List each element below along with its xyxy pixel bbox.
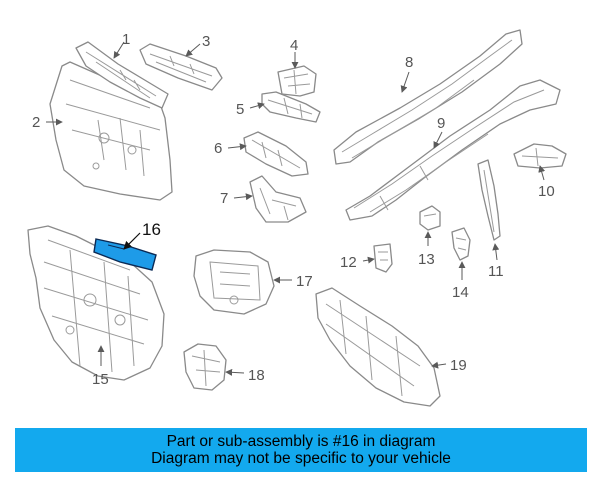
part-8-upper-rail — [333, 29, 523, 165]
banner-line-1: Part or sub-assembly is #16 in diagram — [166, 433, 436, 450]
part-11-pillar — [477, 159, 501, 241]
callout-9: 9 — [437, 115, 445, 132]
parts-diagram-drawing: 1 2 3 4 5 6 7 8 9 10 11 12 13 14 15 16 1… — [27, 29, 567, 407]
callout-10: 10 — [538, 183, 555, 200]
callout-7: 7 — [220, 190, 228, 207]
part-7-bracket — [249, 175, 307, 223]
callout-8: 8 — [405, 54, 413, 71]
part-12-bracket — [373, 243, 393, 273]
part-18-bracket — [183, 343, 227, 391]
callout-4: 4 — [290, 37, 298, 54]
part-6-cowl-side — [243, 131, 309, 177]
part-13-clip — [419, 205, 441, 231]
callout-16: 16 — [142, 220, 161, 239]
callout-1: 1 — [122, 31, 130, 48]
callout-3: 3 — [202, 33, 210, 50]
part-3-cowl-panel — [139, 43, 223, 91]
callout-2: 2 — [32, 114, 40, 131]
banner-line-2: Diagram may not be specific to your vehi… — [151, 450, 451, 467]
callout-5: 5 — [236, 101, 244, 118]
part-5-reinforcement — [261, 91, 321, 123]
callout-14: 14 — [452, 284, 469, 301]
callout-19: 19 — [450, 357, 467, 374]
callout-6: 6 — [214, 140, 222, 157]
part-10-bracket — [513, 143, 567, 169]
part-17-vent-unit — [193, 249, 275, 315]
part-14-bracket — [451, 227, 471, 261]
callout-17: 17 — [296, 273, 313, 290]
callouts: 1 2 3 4 5 6 7 8 9 10 11 12 13 14 15 16 1… — [32, 31, 555, 388]
info-banner: Part or sub-assembly is #16 in diagram D… — [15, 428, 587, 472]
callout-15: 15 — [92, 371, 109, 388]
callout-18: 18 — [248, 367, 265, 384]
part-4-bracket — [277, 65, 317, 97]
callout-11: 11 — [488, 263, 504, 280]
part-19-firewall-insulator — [315, 287, 441, 407]
part-1-cowl-top — [75, 41, 169, 109]
callout-12: 12 — [340, 254, 357, 271]
callout-13: 13 — [418, 251, 435, 268]
